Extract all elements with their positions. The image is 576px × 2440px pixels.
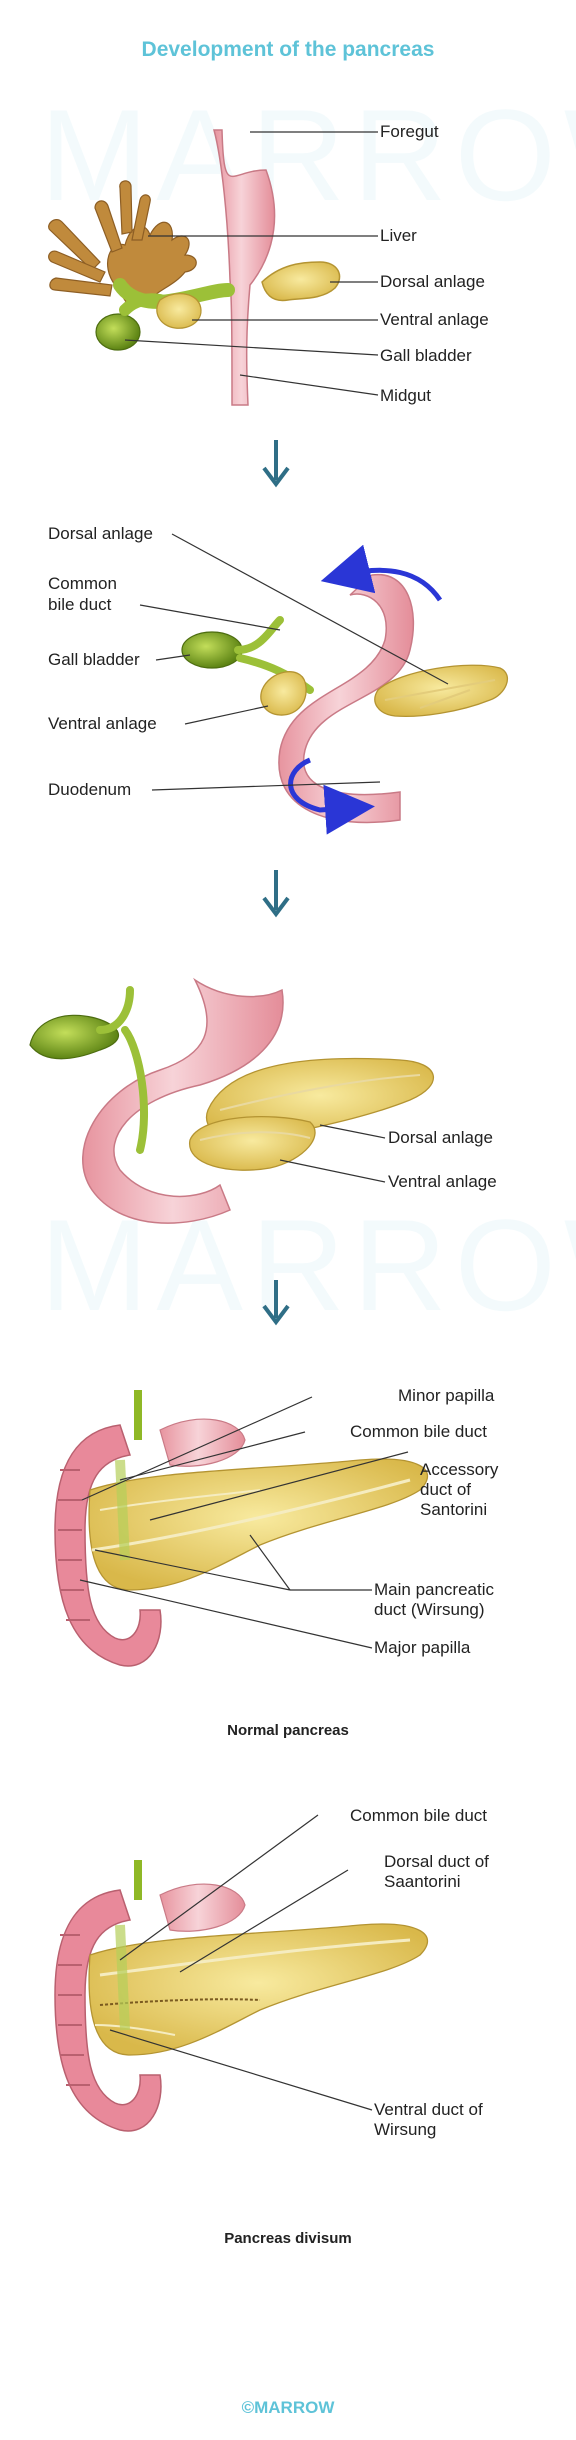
label-minor-papilla: Minor papilla (398, 1386, 495, 1405)
label-ventral-anlage-1: Ventral anlage (380, 310, 489, 329)
label-liver: Liver (380, 226, 417, 245)
stage2-diagram (139, 533, 509, 835)
duodenum-c-loop-5 (54, 1889, 162, 2132)
label-common-bile-duct-2a: Common (48, 574, 117, 593)
rotation-arrow-bottom (288, 757, 375, 835)
caption-normal-pancreas: Normal pancreas (227, 1722, 349, 1739)
label-main-duct-a: Main pancreatic (374, 1580, 495, 1599)
label-dorsal-anlage-3: Dorsal anlage (388, 1128, 493, 1147)
arrow-down-2 (262, 870, 290, 918)
duodenum-stage3 (82, 977, 284, 1224)
gall-bladder-shape (95, 313, 141, 351)
label-midgut: Midgut (380, 386, 432, 405)
stage5-diagram (54, 1814, 429, 2132)
label-common-bile-duct-4: Common bile duct (350, 1422, 488, 1441)
label-ventral-duct-a: Ventral duct of (374, 2100, 483, 2119)
liver-shape (48, 180, 197, 306)
label-accessory-duct-b: duct of (420, 1480, 472, 1499)
pancreas-stage4 (88, 1458, 429, 1591)
ventral-anlage-shape (156, 293, 202, 329)
footer-brand: ©MARROW (241, 2398, 335, 2417)
label-accessory-duct-c: Santorini (420, 1500, 488, 1519)
stomach-stage4 (159, 1418, 246, 1467)
label-major-papilla: Major papilla (374, 1638, 471, 1657)
stage4-diagram (54, 1390, 429, 1667)
gall-bladder-shape-3 (29, 1014, 120, 1060)
rotation-arrow-top (320, 544, 443, 602)
label-ventral-duct-b: Wirsung (374, 2120, 437, 2139)
arrow-down-3 (262, 1280, 290, 1326)
stage3-diagram (29, 977, 435, 1224)
label-main-duct-b: duct (Wirsung) (374, 1600, 485, 1619)
page-title: Development of the pancreas (141, 38, 435, 61)
pancreas-stage5 (88, 1923, 429, 2056)
label-dorsal-duct-b: Saantorini (384, 1872, 461, 1891)
ventral-anlage-shape-2 (260, 671, 307, 716)
label-ventral-anlage-2: Ventral anlage (48, 714, 157, 733)
label-ventral-anlage-3: Ventral anlage (388, 1172, 497, 1191)
label-dorsal-anlage-2: Dorsal anlage (48, 524, 153, 543)
arrow-down-1 (262, 440, 290, 488)
label-dorsal-duct-a: Dorsal duct of (384, 1852, 489, 1871)
label-common-bile-duct-2b: bile duct (48, 595, 112, 614)
stomach-stage5 (159, 1883, 246, 1932)
gall-bladder-shape-2 (181, 631, 243, 669)
label-foregut: Foregut (380, 122, 439, 141)
foregut-tube (213, 129, 276, 406)
stage1-diagram (48, 129, 379, 406)
ventral-anlage-shape-3 (189, 1116, 316, 1171)
label-gall-bladder-1: Gall bladder (380, 346, 472, 365)
caption-pancreas-divisum: Pancreas divisum (224, 2230, 352, 2247)
label-duodenum: Duodenum (48, 780, 132, 799)
label-common-bile-duct-5: Common bile duct (350, 1806, 488, 1825)
label-gall-bladder-2: Gall bladder (48, 650, 140, 669)
label-dorsal-anlage-1: Dorsal anlage (380, 272, 485, 291)
dorsal-anlage-shape (261, 261, 341, 302)
duodenum-c-loop (54, 1424, 162, 1667)
duodenum-loop (278, 573, 415, 824)
label-accessory-duct-a: Accessory (420, 1460, 499, 1479)
